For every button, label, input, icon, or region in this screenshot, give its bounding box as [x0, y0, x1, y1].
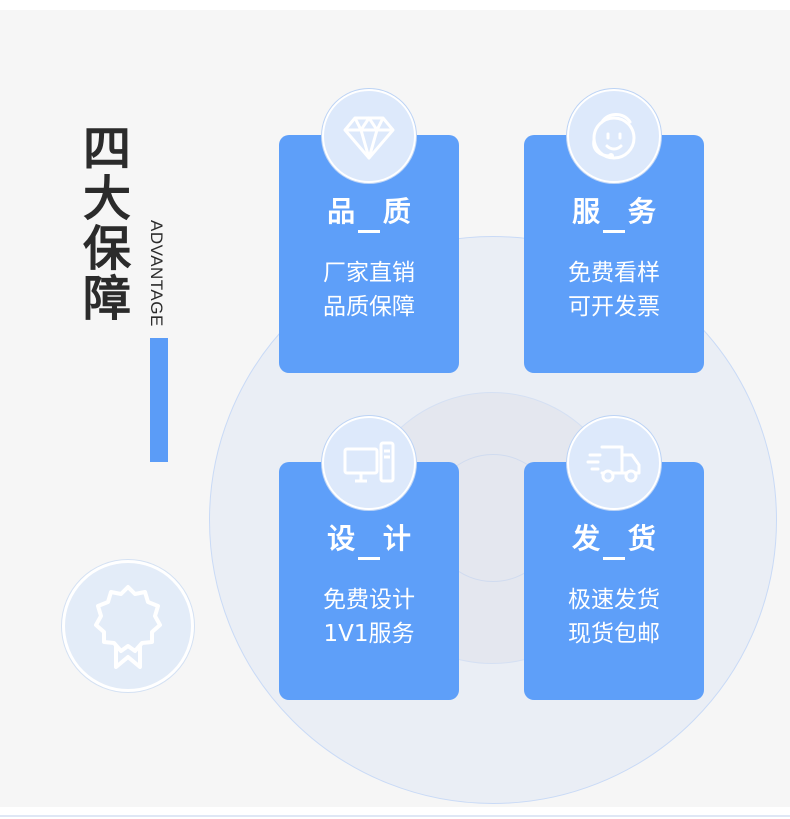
feature-card-delivery: 发 货 极速发货 现货包邮 [524, 416, 704, 700]
feature-card-service: 服 务 免费看样 可开发票 [524, 89, 704, 373]
card-icon-circle [567, 416, 661, 510]
title-char: 大 [82, 171, 131, 227]
feature-card-design: 设 计 免费设计 1V1服务 [279, 416, 459, 700]
accent-bar [150, 338, 168, 462]
card-title: 品 质 [327, 195, 420, 228]
card-text-line: 现货包邮 [568, 621, 660, 647]
title-char: 障 [82, 271, 131, 327]
card-text-line: 免费设计 [323, 587, 415, 613]
card-text-line: 可开发票 [568, 294, 660, 320]
card-divider [358, 230, 380, 233]
card-title: 服 务 [572, 195, 665, 228]
title-char: 保 [82, 221, 131, 277]
delivery-truck-icon [586, 445, 641, 483]
award-ribbon-icon [94, 585, 162, 669]
feature-card-quality: 品 质 厂家直销 品质保障 [279, 89, 459, 373]
card-text-line: 品质保障 [323, 294, 415, 320]
title-char: 四 [82, 121, 131, 177]
card-icon-circle [322, 416, 416, 510]
card-text-line: 极速发货 [568, 587, 660, 613]
card-text-line: 厂家直销 [323, 260, 415, 286]
computer-icon [343, 441, 395, 483]
award-badge [62, 560, 194, 692]
section-subtitle: ADVANTAGE [147, 220, 166, 327]
card-title: 发 货 [572, 522, 665, 555]
card-icon-circle [322, 89, 416, 183]
section-title: 四 大 保 障 [80, 124, 134, 324]
diamond-icon [343, 116, 395, 160]
card-text-line: 1V1服务 [323, 621, 415, 647]
bottom-divider [0, 815, 790, 817]
card-divider [603, 557, 625, 560]
card-title: 设 计 [327, 522, 420, 555]
card-divider [603, 230, 625, 233]
card-text-line: 免费看样 [568, 260, 660, 286]
card-divider [358, 557, 380, 560]
customer-service-icon [592, 113, 636, 160]
card-icon-circle [567, 89, 661, 183]
